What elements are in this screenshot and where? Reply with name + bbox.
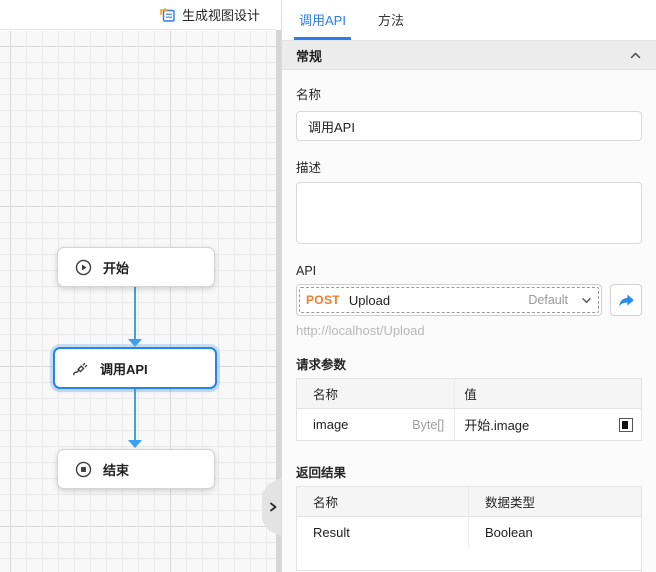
node-start[interactable]: 开始	[57, 247, 215, 287]
tab-call-api[interactable]: 调用API	[294, 0, 351, 40]
table-empty-space	[297, 548, 641, 570]
node-call-api[interactable]: 调用API	[53, 347, 217, 389]
column-header: 名称	[313, 388, 339, 402]
forward-arrow-icon	[618, 293, 634, 307]
request-params-title: 请求参数	[296, 358, 347, 372]
canvas-grid[interactable]	[0, 31, 276, 572]
node-label: 调用API	[100, 361, 148, 377]
return-results-table: 名称 数据类型 Result Boolean	[296, 486, 642, 571]
edge-arrowhead-icon	[128, 339, 142, 347]
open-api-button[interactable]	[610, 284, 642, 316]
return-results-title: 返回结果	[296, 466, 347, 480]
chevron-right-icon	[270, 502, 277, 512]
table-row[interactable]: Result Boolean	[297, 517, 641, 548]
canvas-scrollbar[interactable]	[276, 30, 281, 572]
result-name: Result	[313, 525, 350, 540]
api-environment-text: Default	[528, 293, 568, 307]
node-label: 开始	[103, 260, 130, 276]
name-input[interactable]	[296, 111, 642, 141]
section-general-title: 常规	[296, 48, 323, 64]
panel-tabbar: 调用API 方法	[282, 0, 656, 41]
panel-collapse-handle[interactable]	[262, 478, 281, 536]
chevron-down-icon	[582, 297, 591, 303]
chevron-up-icon[interactable]	[629, 49, 642, 62]
edge-arrowhead-icon	[128, 440, 142, 448]
tab-method[interactable]: 方法	[377, 13, 404, 28]
request-params-header-row: 名称 值	[297, 379, 641, 409]
api-field-label: API	[296, 264, 317, 278]
flow-canvas[interactable]: 生成视图设计 开始	[0, 0, 281, 572]
panel-body: 名称 描述 API POST Upload Default	[282, 84, 656, 571]
description-field-label: 描述	[296, 161, 322, 175]
generate-view-icon	[159, 6, 176, 23]
column-header: 值	[464, 388, 477, 402]
description-textarea[interactable]	[296, 182, 642, 244]
return-results-header-row: 名称 数据类型	[297, 487, 641, 517]
column-header: 名称	[313, 496, 339, 510]
play-circle-icon	[75, 259, 92, 276]
api-select[interactable]: POST Upload Default	[296, 284, 602, 316]
properties-panel: 调用API 方法 常规 名称 描述 API POST Upload Defaul…	[281, 0, 656, 572]
request-params-table: 名称 值 image Byte[] 开始.image	[296, 378, 642, 441]
api-name-text: Upload	[348, 292, 391, 308]
node-end[interactable]: 结束	[57, 449, 215, 489]
result-type: Boolean	[485, 525, 533, 540]
edge-callapi-to-end	[134, 389, 136, 440]
column-header: 数据类型	[485, 496, 536, 510]
param-value: 开始.image	[464, 418, 530, 433]
api-row: POST Upload Default	[296, 284, 642, 316]
api-plug-icon	[72, 360, 89, 377]
param-type: Byte[]	[412, 417, 445, 432]
canvas-toolbar: 生成视图设计	[0, 0, 276, 30]
api-url-text: http://localhost/Upload	[296, 323, 425, 338]
section-general-header[interactable]: 常规	[282, 41, 656, 70]
table-row[interactable]: image Byte[] 开始.image	[297, 409, 641, 440]
generate-view-button[interactable]: 生成视图设计	[181, 8, 260, 23]
param-name: image	[313, 417, 349, 432]
expression-editor-icon[interactable]	[618, 417, 633, 432]
edge-start-to-callapi	[134, 287, 136, 339]
name-field-label: 名称	[296, 88, 322, 102]
http-method-badge: POST	[306, 293, 340, 307]
node-label: 结束	[103, 462, 130, 478]
stop-circle-icon	[75, 461, 92, 478]
